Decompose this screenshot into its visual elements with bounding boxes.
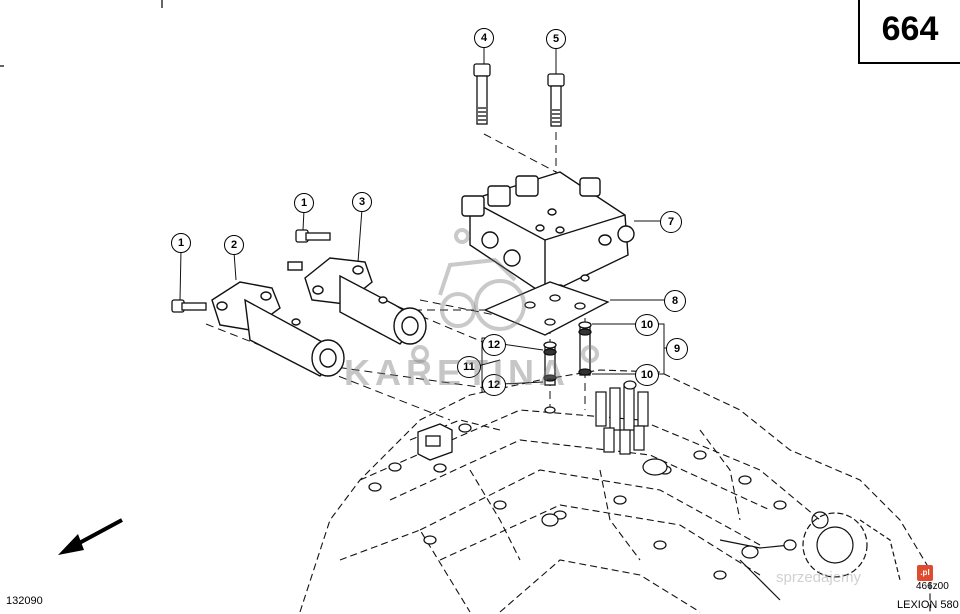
callout-9: 9 <box>666 338 688 360</box>
callout-5: 5 <box>546 29 566 49</box>
page-number-box: 664 <box>858 0 960 64</box>
callout-7: 7 <box>660 211 682 233</box>
gasket-8 <box>483 281 610 336</box>
frame-lines <box>0 0 163 67</box>
callout-leaders <box>179 46 666 393</box>
tube-assemblies <box>543 321 592 414</box>
valve-block-7 <box>461 171 635 296</box>
callout-10-upper: 10 <box>635 314 659 336</box>
bolt-4 <box>473 63 491 125</box>
site-badge: .pl <box>917 565 933 581</box>
callout-12-lower: 12 <box>482 374 506 396</box>
right-gear-assembly <box>719 511 901 601</box>
callout-1-lower: 1 <box>171 233 191 253</box>
housing-bolts <box>368 423 787 580</box>
watermark-text: KARETINA <box>344 352 570 393</box>
bolt-5 <box>547 73 565 127</box>
callout-1-upper: 1 <box>294 193 314 213</box>
transmission-housing <box>299 369 931 613</box>
bolt-1-lower <box>171 299 207 313</box>
drawing-code-right: 466z00 <box>916 581 949 592</box>
direction-arrow <box>58 518 123 555</box>
bolt-1-upper <box>295 229 331 243</box>
drawing-code-left: 132090 <box>6 595 43 607</box>
callout-3: 3 <box>352 192 372 212</box>
housing-connector <box>417 423 453 473</box>
solenoid-3 <box>287 257 427 345</box>
model-name: LEXION 580 <box>897 599 959 611</box>
watermark-tractor-logo <box>411 228 599 363</box>
callout-12-upper: 12 <box>482 334 506 356</box>
callout-2: 2 <box>224 235 244 255</box>
housing-valve-cluster <box>595 380 649 455</box>
callout-4: 4 <box>474 28 494 48</box>
callout-11: 11 <box>457 356 481 378</box>
callout-10-lower: 10 <box>635 364 659 386</box>
callout-8: 8 <box>664 290 686 312</box>
site-watermark: sprzedajemy <box>776 569 862 586</box>
solenoid-2 <box>211 281 345 377</box>
page-number: 664 <box>881 10 939 48</box>
